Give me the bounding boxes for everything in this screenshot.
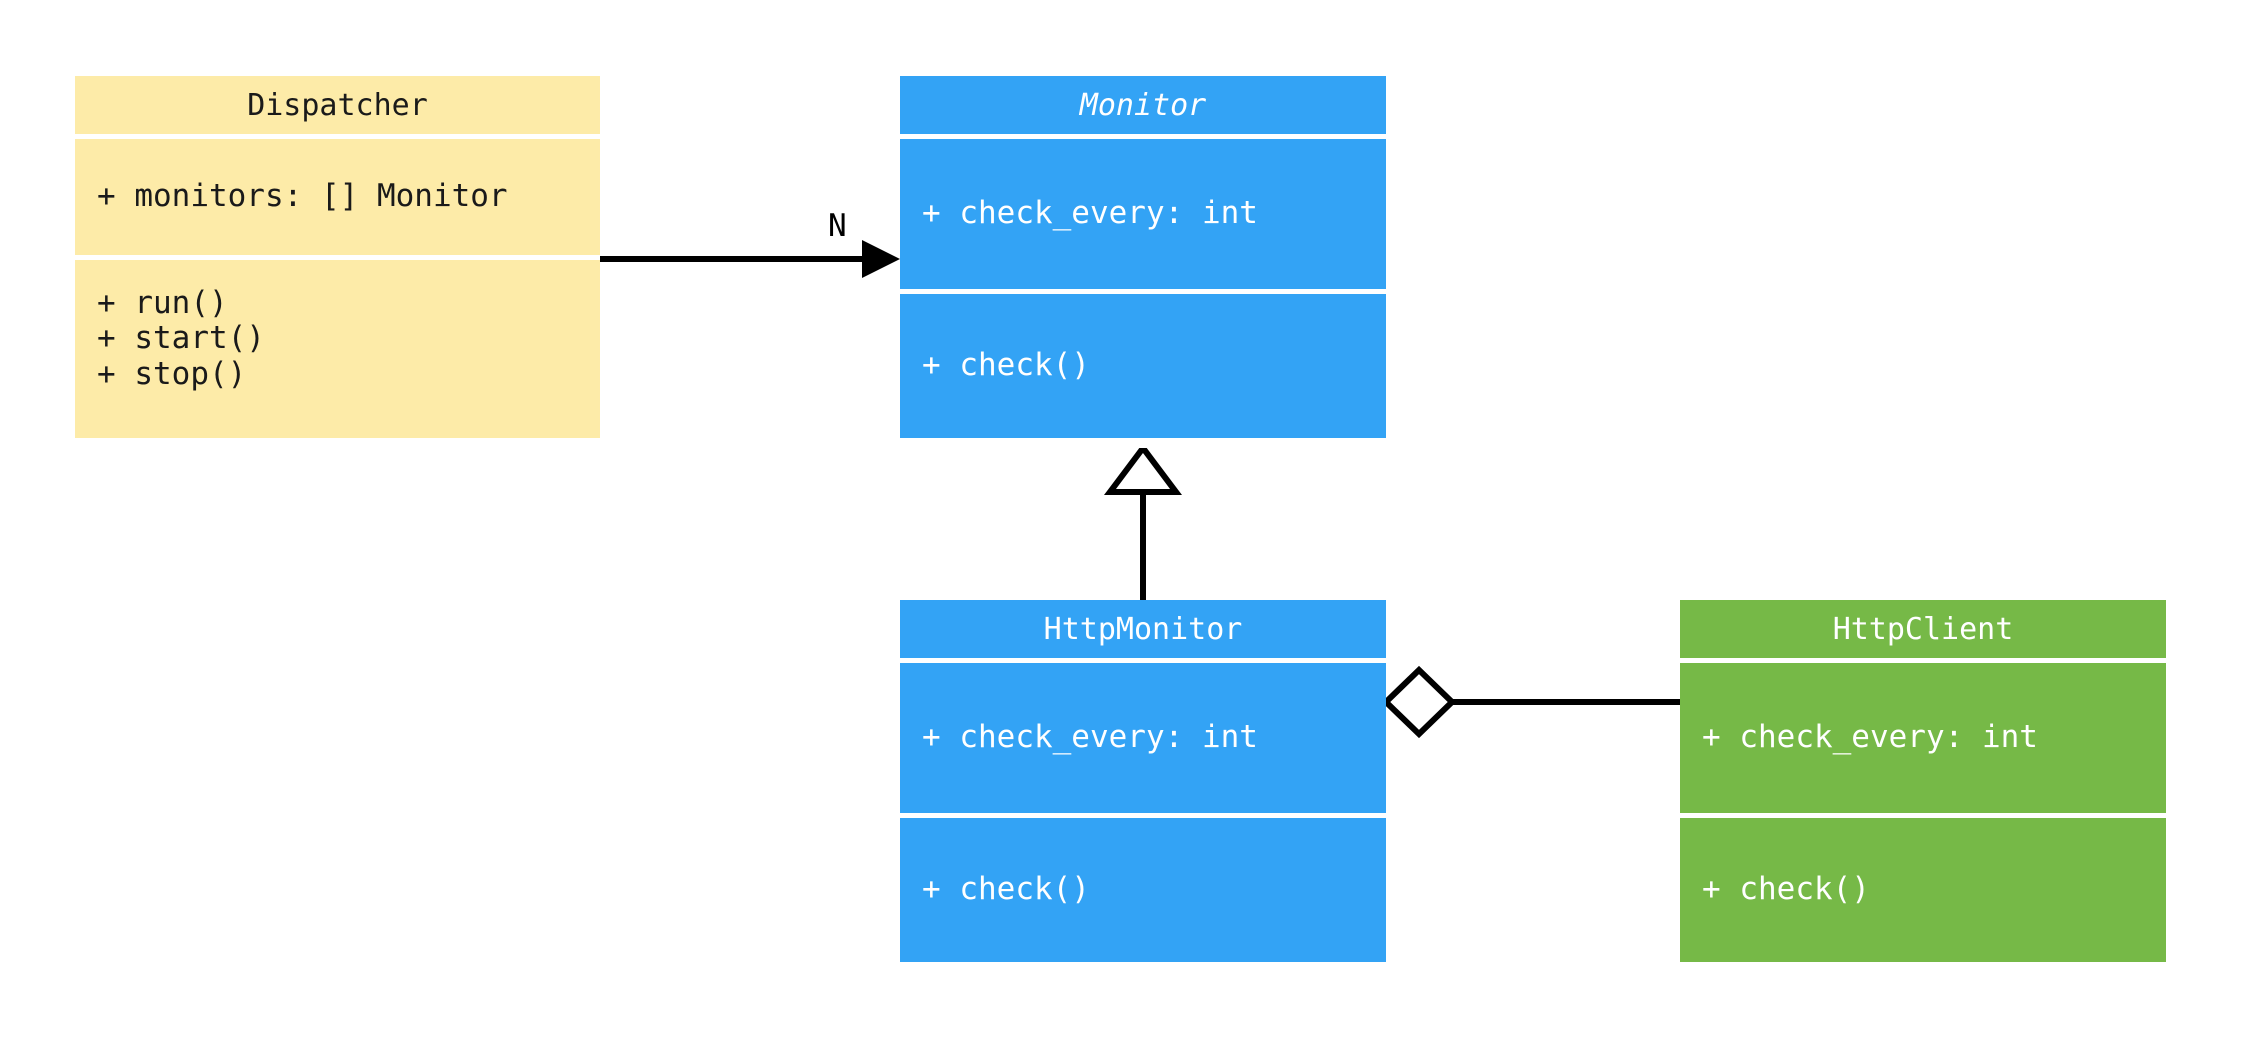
method-row: + check(): [1702, 871, 1870, 908]
class-name-monitor: Monitor: [1079, 87, 1207, 123]
aggregation-httpmonitor-httpclient: [1381, 665, 1680, 739]
class-methods-compartment-dispatcher: + run() + start() + stop(): [75, 260, 600, 438]
class-box-httpmonitor[interactable]: HttpMonitor + check_every: int + check(): [900, 600, 1386, 972]
association-multiplicity-label: N: [828, 208, 847, 244]
class-box-monitor[interactable]: Monitor + check_every: int + check(): [900, 76, 1386, 448]
class-title-compartment-monitor: Monitor: [900, 76, 1386, 134]
filled-arrow-head-icon: [862, 240, 900, 278]
attribute-row: + check_every: int: [922, 719, 1258, 756]
method-row: + stop(): [97, 355, 247, 392]
class-attributes-compartment-httpmonitor: + check_every: int: [900, 663, 1386, 813]
association-dispatcher-monitor: [600, 240, 900, 278]
class-name-httpmonitor: HttpMonitor: [1043, 611, 1243, 647]
class-box-dispatcher[interactable]: Dispatcher + monitors: [] Monitor + run(…: [75, 76, 600, 448]
attribute-row: + monitors: [] Monitor: [97, 178, 508, 215]
class-methods-compartment-httpmonitor: + check(): [900, 818, 1386, 962]
class-methods-compartment-httpclient: + check(): [1680, 818, 2166, 962]
class-methods-compartment-monitor: + check(): [900, 294, 1386, 438]
class-attributes-compartment-dispatcher: + monitors: [] Monitor: [75, 139, 600, 255]
class-attributes-compartment-httpclient: + check_every: int: [1680, 663, 2166, 813]
class-title-compartment-httpclient: HttpClient: [1680, 600, 2166, 658]
method-row: + start(): [97, 320, 265, 357]
class-name-httpclient: HttpClient: [1832, 611, 2014, 647]
generalization-httpmonitor-monitor: [1104, 443, 1182, 600]
class-attributes-compartment-monitor: + check_every: int: [900, 139, 1386, 289]
hollow-diamond-head-icon: [1381, 665, 1457, 739]
class-box-httpclient[interactable]: HttpClient + check_every: int + check(): [1680, 600, 2166, 972]
class-title-compartment-httpmonitor: HttpMonitor: [900, 600, 1386, 658]
method-row: + check(): [922, 871, 1090, 908]
class-name-dispatcher: Dispatcher: [247, 87, 428, 123]
method-row: + check(): [922, 347, 1090, 384]
attribute-row: + check_every: int: [1702, 719, 2038, 756]
class-title-compartment-dispatcher: Dispatcher: [75, 76, 600, 134]
attribute-row: + check_every: int: [922, 195, 1258, 232]
method-row: + run(): [97, 285, 228, 321]
hollow-triangle-head-icon: [1104, 443, 1182, 495]
